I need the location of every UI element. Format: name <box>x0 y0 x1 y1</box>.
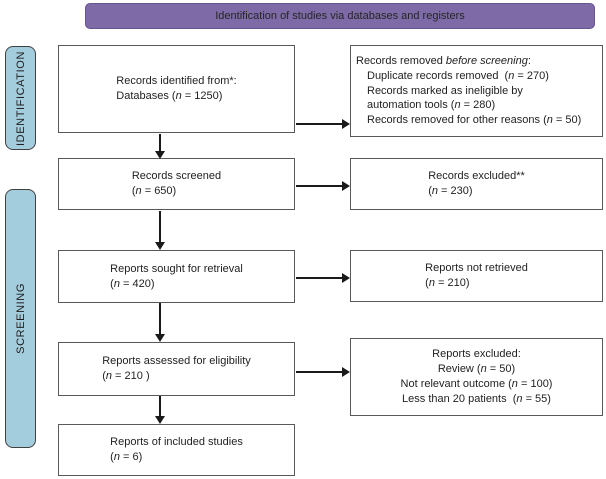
box-records-removed-text: Records removed before screening:Duplica… <box>356 54 582 127</box>
banner-label: Identification of studies via databases … <box>215 10 465 22</box>
box-reports-assessed-text: Reports assessed for eligibility(n = 210… <box>102 355 251 382</box>
box-reports-sought: Reports sought for retrieval(n = 420) <box>58 250 295 303</box>
box-reports-assessed: Reports assessed for eligibility(n = 210… <box>58 342 295 396</box>
banner-identification-via-databases: Identification of studies via databases … <box>85 3 595 29</box>
box-records-screened-text: Records screened(n = 650) <box>131 170 222 197</box>
box-records-removed-before-screening: Records removed before screening:Duplica… <box>350 45 603 137</box>
arrow-down-assessed-to-included <box>159 396 161 416</box>
arrow-right-assessed-to-excluded <box>296 371 342 373</box>
box-reports-not-retrieved-text: Reports not retrieved(n = 210) <box>425 262 528 289</box>
box-reports-excluded-text: Reports excluded:Review (n = 50)Not rele… <box>400 348 553 405</box>
sidebar-identification-label: IDENTIFICATION <box>14 50 27 146</box>
arrow-down-sought-to-assessed <box>159 303 161 334</box>
box-reports-included-text: Reports of included studies(n = 6) <box>110 436 243 463</box>
box-reports-not-retrieved: Reports not retrieved(n = 210) <box>350 250 603 302</box>
box-reports-excluded: Reports excluded:Review (n = 50)Not rele… <box>350 338 603 416</box>
box-records-excluded-text: Records excluded**(n = 230) <box>428 170 525 197</box>
sidebar-screening: SCREENING <box>5 189 36 448</box>
arrow-right-sought-to-not-retrieved <box>296 277 342 279</box>
box-records-identified-text: Records identified from*:Databases (n = … <box>116 75 237 102</box>
box-records-screened: Records screened(n = 650) <box>58 158 295 210</box>
arrow-down-screened-to-sought <box>159 211 161 242</box>
box-reports-included: Reports of included studies(n = 6) <box>58 424 295 476</box>
box-records-excluded: Records excluded**(n = 230) <box>350 158 603 210</box>
arrow-right-screened-to-excluded <box>296 185 342 187</box>
arrow-right-identified-to-removed <box>296 123 342 125</box>
box-reports-sought-text: Reports sought for retrieval(n = 420) <box>110 262 243 290</box>
sidebar-identification: IDENTIFICATION <box>5 46 36 150</box>
box-records-identified: Records identified from*:Databases (n = … <box>58 45 295 133</box>
arrow-down-identified-to-screened <box>159 134 161 151</box>
sidebar-screening-label: SCREENING <box>14 283 27 354</box>
